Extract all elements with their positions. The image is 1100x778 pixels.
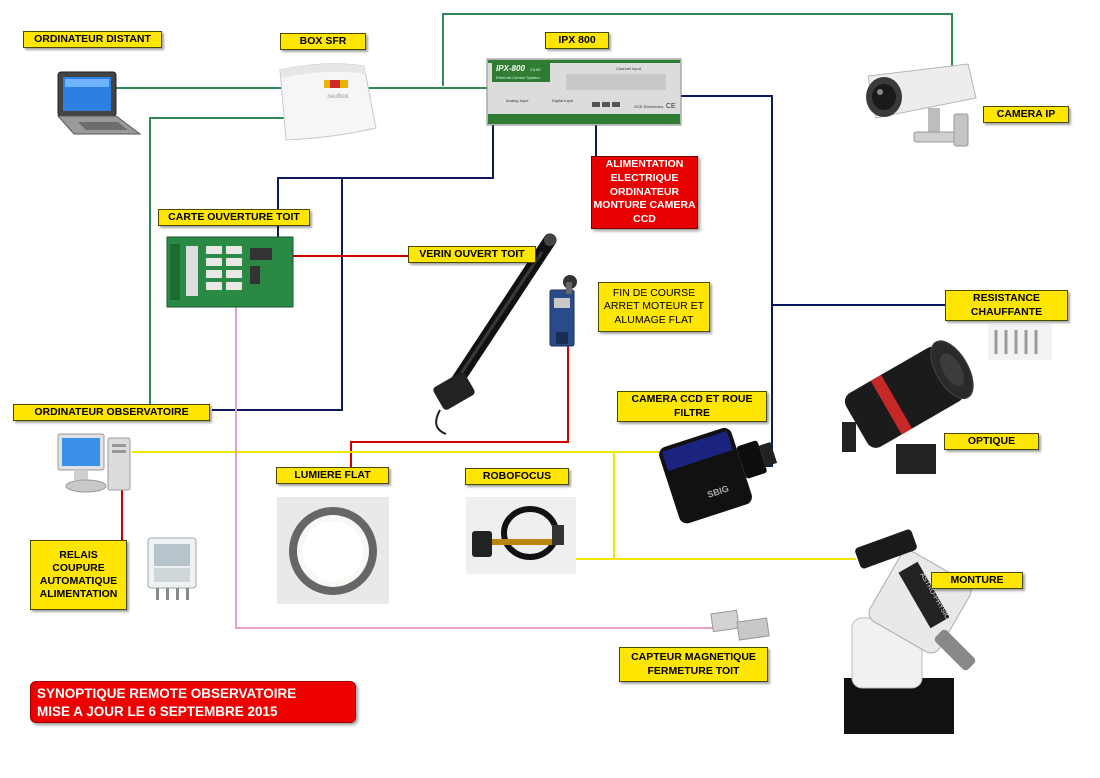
relay-icon xyxy=(147,537,197,600)
wire-card-magnet xyxy=(235,306,724,629)
label-ordinateur-observatoire: ORDINATEUR OBSERVATOIRE xyxy=(13,404,210,421)
label-ordinateur-distant: ORDINATEUR DISTANT xyxy=(23,31,162,48)
wire-box-observatory-pc xyxy=(149,117,310,408)
label-relais: RELAIS COUPURE AUTOMATIQUE ALIMENTATION xyxy=(30,540,127,610)
label-capteur-magnetique: CAPTEUR MAGNETIQUE FERMETURE TOIT xyxy=(619,647,768,682)
box-brand-text: neufbox xyxy=(327,94,348,100)
flat-light-panel xyxy=(277,497,389,604)
label-resistance-chauffante: RESISTANCE CHAUFFANTE xyxy=(945,290,1068,321)
ipx-ce-text: CE xyxy=(666,103,676,110)
label-optique: OPTIQUE xyxy=(944,433,1039,450)
ipx-digital-text: Digital Input xyxy=(552,98,574,103)
label-carte-ouverture-toit: CARTE OUVERTURE TOIT xyxy=(158,209,310,226)
diagram-title: SYNOPTIQUE REMOTE OBSERVATOIRE MISE A JO… xyxy=(30,681,356,723)
label-ipx800: IPX 800 xyxy=(545,32,609,49)
mount-monture: ASTRO-PHYSICS xyxy=(844,529,976,734)
label-fin-de-course: FIN DE COURSE ARRET MOTEUR ET ALUMAGE FL… xyxy=(598,282,710,332)
telescope-optique xyxy=(842,340,974,474)
label-robofocus: ROBOFOCUS xyxy=(465,468,569,485)
ipx-model-text: IPX-800 xyxy=(496,64,525,73)
label-verin-ouvert-toit: VERIN OUVERT TOIT xyxy=(408,246,536,263)
verin-actuator xyxy=(433,233,557,435)
heater-resistance xyxy=(988,324,1052,360)
ipx-analog-text: Analog Input xyxy=(506,98,529,103)
roof-card-pcb xyxy=(166,236,294,308)
laptop-icon xyxy=(56,71,142,135)
wire-endstop-flat xyxy=(350,346,569,470)
label-camera-ip: CAMERA IP xyxy=(983,106,1069,123)
box-sfr-icon: neufbox xyxy=(279,63,377,141)
label-camera-ccd: CAMERA CCD ET ROUE FILTRE xyxy=(617,391,767,422)
robofocus-device xyxy=(466,497,576,574)
ccd-camera: SBIG xyxy=(659,427,778,524)
ipx-version-text: V3.00 xyxy=(530,67,541,72)
label-box-sfr: BOX SFR xyxy=(280,33,366,50)
title-line-2: MISE A JOUR LE 6 SEPTEMBRE 2015 xyxy=(37,704,278,720)
endstop-switch xyxy=(549,275,577,347)
label-lumiere-flat: LUMIERE FLAT xyxy=(276,467,389,484)
alimentation-box: ALIMENTATION ELECTRIQUE ORDINATEUR MONTU… xyxy=(591,156,698,229)
ipx-channel-text: Channel Input xyxy=(616,66,642,71)
title-line-1: SYNOPTIQUE REMOTE OBSERVATOIRE xyxy=(37,686,297,701)
ipx-brand-text: GCE Electronics xyxy=(634,104,663,109)
wire-ipx-camera-ip xyxy=(442,13,953,86)
magnetic-sensor xyxy=(710,609,770,641)
label-monture: MONTURE xyxy=(931,572,1023,589)
observatory-pc-icon xyxy=(57,433,131,493)
ipx-subtitle-text: Ethernet Control System xyxy=(496,75,540,80)
ipx800-board: IPX-800 V3.00 Ethernet Control System Ch… xyxy=(486,58,682,126)
camera-ip-icon xyxy=(866,63,977,147)
